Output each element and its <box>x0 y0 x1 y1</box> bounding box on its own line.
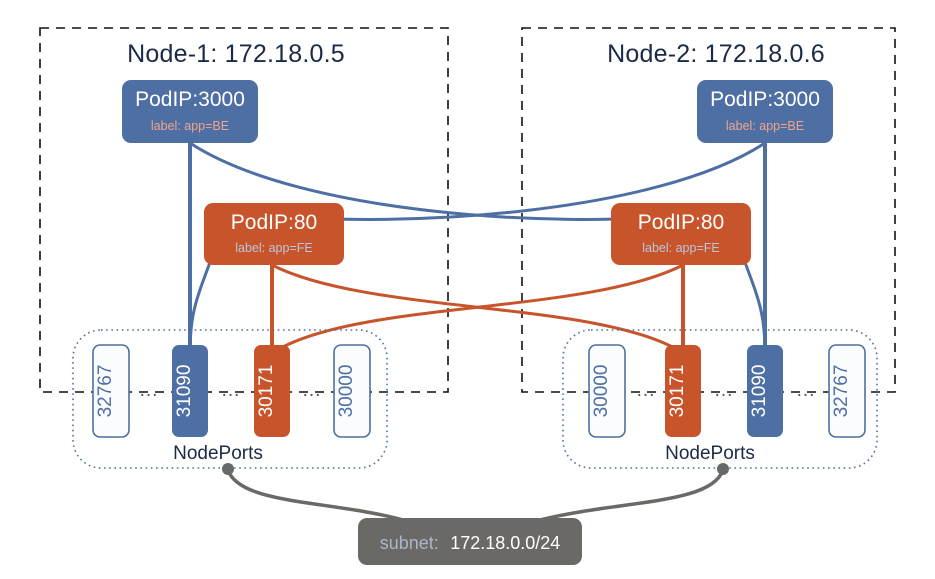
subnet-box[interactable]: subnet: 172.18.0.0/24 <box>358 518 582 565</box>
node-1-fe-pod-title: PodIP:80 <box>231 211 317 234</box>
node-2-nodeports-group: 30000 ... 30171 ... 31090 ... 32767 Node… <box>562 329 878 469</box>
node-2-port-32767-label: 32767 <box>831 365 852 418</box>
subnet-key-label: subnet: <box>380 533 439 553</box>
node-1-ellipsis-2: ... <box>222 380 241 401</box>
node-1-port-30171-label: 30171 <box>256 365 277 418</box>
node-1-nodeports-label: NodePorts <box>173 443 263 464</box>
node-2-nodeports-container <box>562 329 878 469</box>
node-2-be-pod[interactable]: PodIP:3000 label: app=BE <box>697 80 833 143</box>
node-2-ellipsis-1: ... <box>637 380 656 401</box>
edge-fe1-to-port30171-right <box>270 263 685 355</box>
node-2-be-pod-title: PodIP:3000 <box>710 88 820 111</box>
edge-fe1-to-port31090 <box>188 263 211 355</box>
node-2-fe-pod-title: PodIP:80 <box>638 211 724 234</box>
node-1-title: Node-1: 172.18.0.5 <box>127 40 345 68</box>
node-2-fe-pod-label: label: app=FE <box>642 241 719 255</box>
node-2-nodeports-label: NodePorts <box>665 443 755 464</box>
node-2-port-30171[interactable]: 30171 <box>665 345 701 437</box>
edge-fe2-to-port30171-left <box>270 263 685 355</box>
node-1-port-30171[interactable]: 30171 <box>254 345 290 437</box>
nodeports2-anchor-dot <box>717 463 729 475</box>
node-1-be-pod-title: PodIP:3000 <box>135 88 245 111</box>
svg-text:subnet: 172.18.0.0/24: subnet: 172.18.0.0/24 <box>380 533 561 553</box>
node-2-port-31090[interactable]: 31090 <box>747 345 783 437</box>
node-1-boundary <box>39 27 449 393</box>
node-1-port-30000-label: 30000 <box>336 365 357 418</box>
nodeports1-anchor-dot <box>222 463 234 475</box>
node-1-be-pod-label: label: app=BE <box>151 119 229 133</box>
node-1-port-32767[interactable]: 32767 <box>92 344 130 438</box>
node-2-port-30171-label: 30171 <box>667 365 688 418</box>
node-1-port-31090[interactable]: 31090 <box>172 345 208 437</box>
node-2-fe-pod[interactable]: PodIP:80 label: app=FE <box>611 203 751 265</box>
node-1-be-pod[interactable]: PodIP:3000 label: app=BE <box>122 80 258 143</box>
subnet-value-label: 172.18.0.0/24 <box>450 533 560 553</box>
node-1-port-30000[interactable]: 30000 <box>333 344 371 438</box>
node-2-port-31090-label: 31090 <box>749 365 770 418</box>
node-1-fe-pod-label: label: app=FE <box>235 241 312 255</box>
node-1-ellipsis-1: ... <box>140 380 159 401</box>
node-2-ellipsis-3: ... <box>797 380 816 401</box>
node-2-port-30000[interactable]: 30000 <box>588 344 626 438</box>
node-1-port-31090-label: 31090 <box>174 365 195 418</box>
node-1-ellipsis-3: ... <box>303 380 322 401</box>
node-1-nodeports-group: 32767 ... 31090 ... 30171 ... 30000 Node… <box>72 329 388 469</box>
edge-nodeports2-to-subnet <box>538 468 725 522</box>
node-1-nodeports-container <box>72 329 388 469</box>
node-1-port-32767-label: 32767 <box>95 365 116 418</box>
node-2-ellipsis-2: ... <box>715 380 734 401</box>
node-1-fe-pod[interactable]: PodIP:80 label: app=FE <box>204 203 344 265</box>
node-2-be-pod-label: label: app=BE <box>726 119 804 133</box>
node-2-title: Node-2: 172.18.0.6 <box>607 40 825 68</box>
edge-fe2-to-port31090 <box>744 263 767 355</box>
edge-nodeports1-to-subnet <box>226 468 405 522</box>
node-2-port-30000-label: 30000 <box>591 365 612 418</box>
node-2-port-32767[interactable]: 32767 <box>828 344 866 438</box>
